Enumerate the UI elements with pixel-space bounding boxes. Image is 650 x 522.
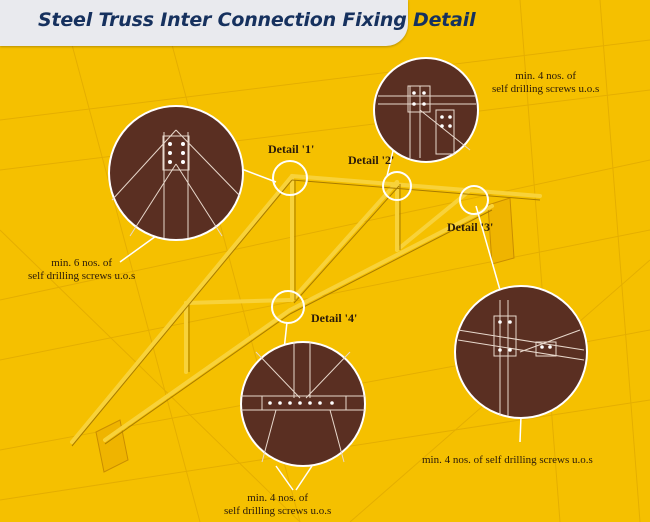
diagram-title: Steel Truss Inter Connection Fixing Deta… <box>38 9 476 31</box>
bottom-chord-right <box>288 204 494 312</box>
note-detail-3-line-1: min. 4 nos. of self drilling screws u.o.… <box>422 454 593 466</box>
detail-3-label: Detail '3' <box>447 220 494 234</box>
top-chord-right <box>290 174 542 198</box>
note-detail-3: min. 4 nos. of self drilling screws u.o.… <box>422 454 593 467</box>
detail-3-circle <box>454 285 588 419</box>
web-4 <box>290 180 399 302</box>
note-detail-2: min. 4 nos. of self drilling screws u.o.… <box>492 70 599 96</box>
detail-2-circle <box>373 57 479 163</box>
note-detail-4-line-1: min. 4 nos. of <box>247 492 309 504</box>
detail-1-label: Detail '1' <box>268 142 315 156</box>
note-detail-1: min. 6 nos. of self drilling screws u.o.… <box>28 257 135 283</box>
marker-detail-4 <box>271 290 305 324</box>
bottom-chord <box>103 308 292 442</box>
detail-4-label: Detail '4' <box>311 311 358 325</box>
note-detail-4-line-2: self drilling screws u.o.s <box>224 505 332 517</box>
detail-markers <box>271 160 489 324</box>
web-6 <box>395 190 470 252</box>
detail-1-circle <box>108 105 244 241</box>
note-detail-1-line-2: self drilling screws u.o.s <box>28 270 136 282</box>
right-support <box>487 197 515 265</box>
note-detail-1-line-1: min. 6 nos. of <box>51 257 113 269</box>
top-chord-left <box>70 174 294 444</box>
note-detail-4: min. 4 nos. of self drilling screws u.o.… <box>224 492 331 518</box>
title-bar: Steel Truss Inter Connection Fixing Deta… <box>0 0 476 46</box>
truss-frame-outline <box>71 179 541 447</box>
marker-detail-3 <box>459 185 489 215</box>
marker-detail-2 <box>382 171 412 201</box>
note-detail-2-line-1: min. 4 nos. of <box>515 70 577 82</box>
note-detail-2-line-2: self drilling screws u.o.s <box>492 83 600 95</box>
detail-2-label: Detail '2' <box>348 153 395 167</box>
truss-frame <box>70 174 542 444</box>
detail-4-circle <box>240 341 366 467</box>
marker-detail-1 <box>272 160 308 196</box>
